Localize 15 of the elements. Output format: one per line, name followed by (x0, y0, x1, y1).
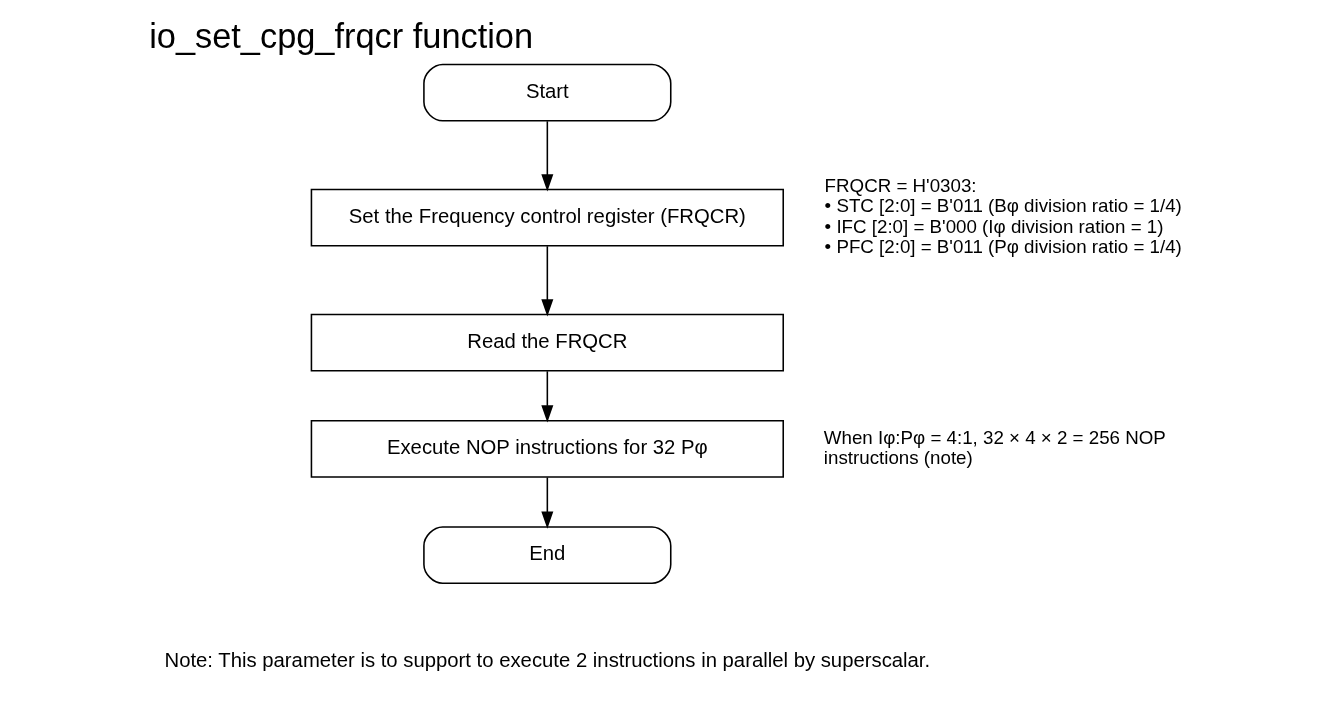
node-label: FRQCR = H'0303: (824, 175, 977, 197)
node-box: Start (422, 63, 672, 122)
node-label: • IFC [2:0] = B'000 (Iφ division ration = 1) (824, 215, 1163, 237)
node-box: Execute NOP instructions for 32 Pφ (310, 419, 784, 478)
label: Note: This parameter is to support to execute 2 instructions in parallel by superscalar. (164, 648, 930, 671)
arrow (540, 120, 553, 192)
node-box: Set the Frequency control register (FRQCR) (310, 188, 784, 247)
arrow (540, 245, 553, 317)
node-label: • STC [2:0] = B'011 (Bφ division ratio = 1/4) (824, 195, 1182, 217)
arrow (540, 476, 553, 529)
node-label: When Iφ:Pφ = 4:1, 32 × 4 × 2 = 256 NOP instructions (note) (823, 426, 1166, 468)
node-box: Read the FRQCR (310, 313, 784, 372)
arrow (540, 370, 553, 423)
diagram-title: io_set_cpg_frqcr function (148, 17, 533, 56)
node-box: End (422, 526, 672, 584)
